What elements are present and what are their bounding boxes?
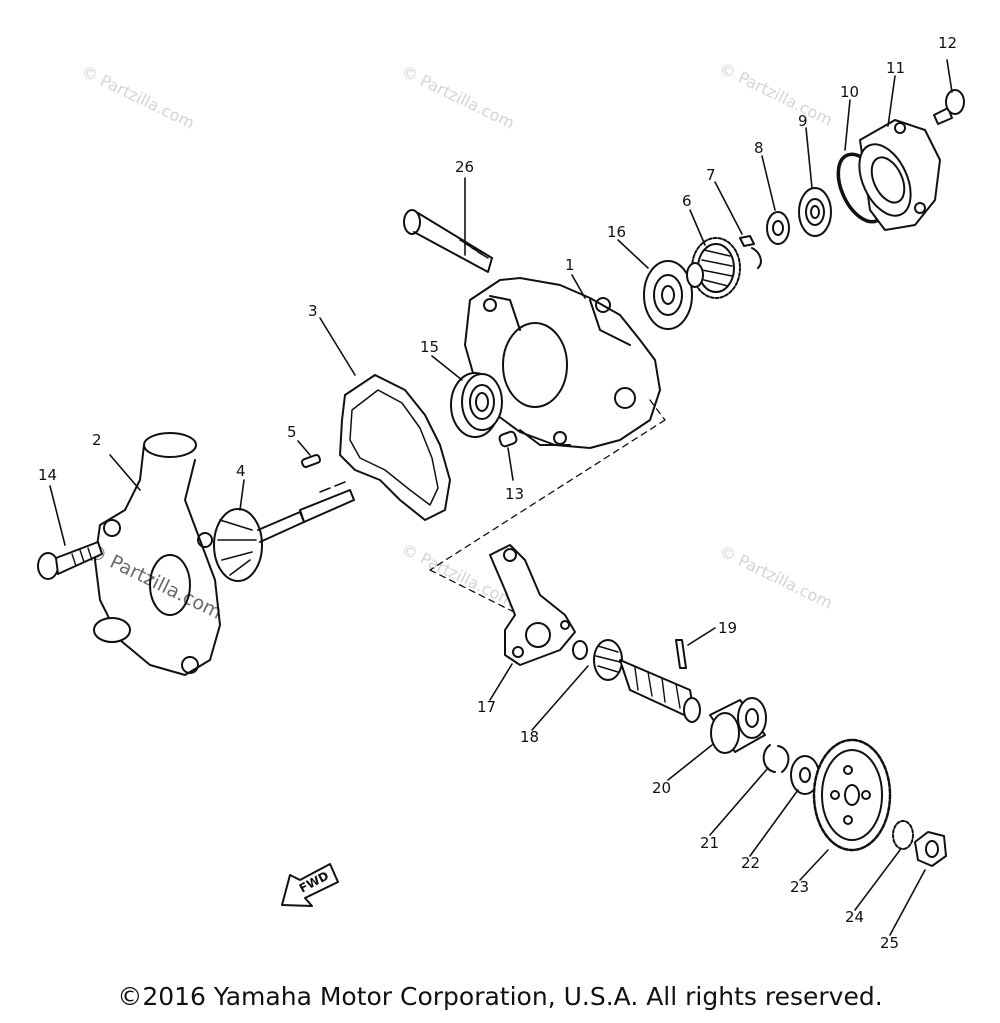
callout-7: 7 <box>706 166 716 184</box>
part-3-gasket <box>339 374 451 521</box>
leader-lines <box>49 59 953 936</box>
part-26-long-bolt <box>403 209 493 273</box>
callout-10: 10 <box>840 83 859 101</box>
callout-21: 21 <box>700 834 719 852</box>
part-15-bearing <box>450 372 503 438</box>
part-6-gear <box>686 237 741 299</box>
callout-25: 25 <box>880 934 899 952</box>
callout-17: 17 <box>477 698 496 716</box>
callout-12: 12 <box>938 34 957 52</box>
part-25-nut <box>914 831 947 867</box>
fwd-arrow-icon <box>281 863 339 907</box>
part-13-dowel <box>498 430 518 448</box>
part-20-collar <box>709 697 767 754</box>
watermark: © Partzilla.com <box>716 542 835 613</box>
watermarks: © Partzilla.com © Partzilla.com © Partzi… <box>78 59 835 624</box>
callout-13: 13 <box>505 485 524 503</box>
callout-19: 19 <box>718 619 737 637</box>
callout-24: 24 <box>845 908 864 926</box>
part-8-washer <box>766 211 790 245</box>
callout-16: 16 <box>607 223 626 241</box>
callout-8: 8 <box>754 139 764 157</box>
callout-3: 3 <box>308 302 318 320</box>
callout-14: 14 <box>38 466 57 484</box>
part-5-key <box>301 454 321 468</box>
callout-2: 2 <box>92 431 102 449</box>
part-21-circlip <box>762 744 790 773</box>
callout-23: 23 <box>790 878 809 896</box>
callout-22: 22 <box>741 854 760 872</box>
part-17-plate <box>489 544 576 666</box>
callout-1: 1 <box>565 256 575 274</box>
parts-diagram: © Partzilla.com © Partzilla.com © Partzi… <box>37 34 965 952</box>
callout-26: 26 <box>455 158 474 176</box>
reference-lines <box>429 399 666 616</box>
part-11-cover <box>858 119 941 231</box>
part-9-bearing <box>798 187 832 237</box>
part-18-shaft <box>572 639 701 723</box>
callout-20: 20 <box>652 779 671 797</box>
part-1-pump-body <box>464 277 661 449</box>
callout-18: 18 <box>520 728 539 746</box>
callout-15: 15 <box>420 338 439 356</box>
callout-11: 11 <box>886 59 905 77</box>
part-24-lock-washer <box>892 820 914 850</box>
copyright-notice: ©2016 Yamaha Motor Corporation, U.S.A. A… <box>117 982 883 1011</box>
callouts: 1 2 3 4 5 6 7 8 9 10 11 12 13 14 15 16 1… <box>38 34 957 952</box>
part-16-bearing <box>643 260 693 330</box>
callout-4: 4 <box>236 462 246 480</box>
part-23-gear <box>812 738 892 852</box>
part-12-bolt <box>933 89 965 125</box>
part-14-bolt <box>37 541 103 580</box>
watermark: © Partzilla.com <box>78 62 197 133</box>
part-2-pump-cover <box>93 432 221 676</box>
callout-6: 6 <box>682 192 692 210</box>
watermark: © Partzilla.com <box>398 62 517 133</box>
watermark: © Partzilla.com <box>716 59 835 130</box>
callout-9: 9 <box>798 112 808 130</box>
callout-5: 5 <box>287 423 297 441</box>
part-19-pin <box>675 639 687 669</box>
part-7-clip <box>739 235 762 269</box>
part-4-impeller <box>213 481 355 582</box>
